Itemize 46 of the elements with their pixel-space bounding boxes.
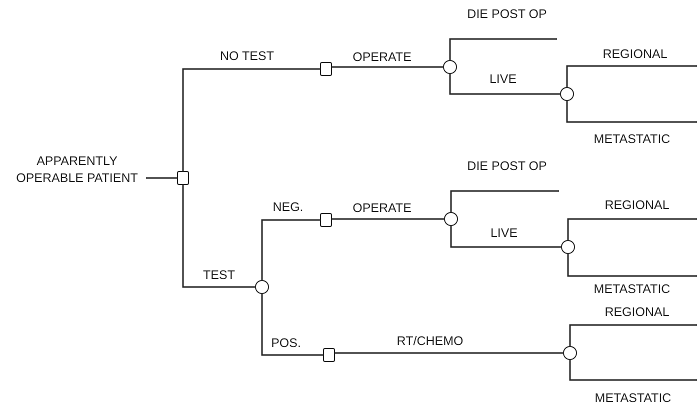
edge-label: METASTATIC	[592, 132, 672, 146]
edge-label: POS.	[270, 336, 302, 350]
node-label: APPARENTLY OPERABLE PATIENT	[15, 153, 139, 187]
edge-label: REGIONAL	[604, 198, 670, 212]
branch-line	[566, 65, 697, 87]
branch-line	[261, 219, 320, 280]
branch-line	[182, 68, 320, 171]
edge-label: REGIONAL	[604, 305, 670, 319]
edge-label: OPERATE	[352, 50, 412, 64]
edge-label: NO TEST	[219, 49, 275, 63]
decision-square	[323, 348, 335, 362]
branch-line	[261, 294, 323, 356]
edge-label: NEG.	[272, 200, 304, 214]
edge-label: RT/CHEMO	[396, 334, 464, 348]
edge-label: DIE POST OP	[466, 7, 548, 21]
branch-line	[182, 185, 255, 288]
chance-circle	[560, 87, 574, 101]
branch-line	[449, 38, 557, 60]
branch-line	[146, 177, 177, 179]
decision-square	[320, 62, 332, 76]
edge-label: LIVE	[489, 226, 519, 240]
branch-line	[566, 101, 697, 123]
edge-label: LIVE	[488, 72, 518, 86]
branch-line	[567, 218, 697, 240]
chance-circle	[561, 240, 575, 254]
branch-line	[450, 226, 561, 248]
chance-circle	[563, 346, 577, 360]
edge-label: REGIONAL	[602, 47, 668, 61]
decision-square	[177, 171, 189, 185]
edge-label: METASTATIC	[594, 391, 672, 405]
edge-label: METASTATIC	[592, 282, 672, 296]
branch-line	[449, 74, 560, 95]
branch-line	[332, 66, 443, 68]
decision-square	[320, 213, 332, 227]
edge-label: OPERATE	[352, 201, 412, 215]
branch-line	[450, 190, 559, 212]
chance-circle	[444, 212, 458, 226]
branch-line	[569, 360, 697, 381]
branch-line	[335, 352, 563, 354]
edge-label: DIE POST OP	[466, 159, 548, 173]
branch-line	[332, 218, 444, 220]
chance-circle	[443, 60, 457, 74]
edge-label: TEST	[202, 268, 236, 282]
chance-circle	[255, 280, 269, 294]
branch-line	[569, 324, 697, 346]
branch-line	[567, 254, 697, 277]
